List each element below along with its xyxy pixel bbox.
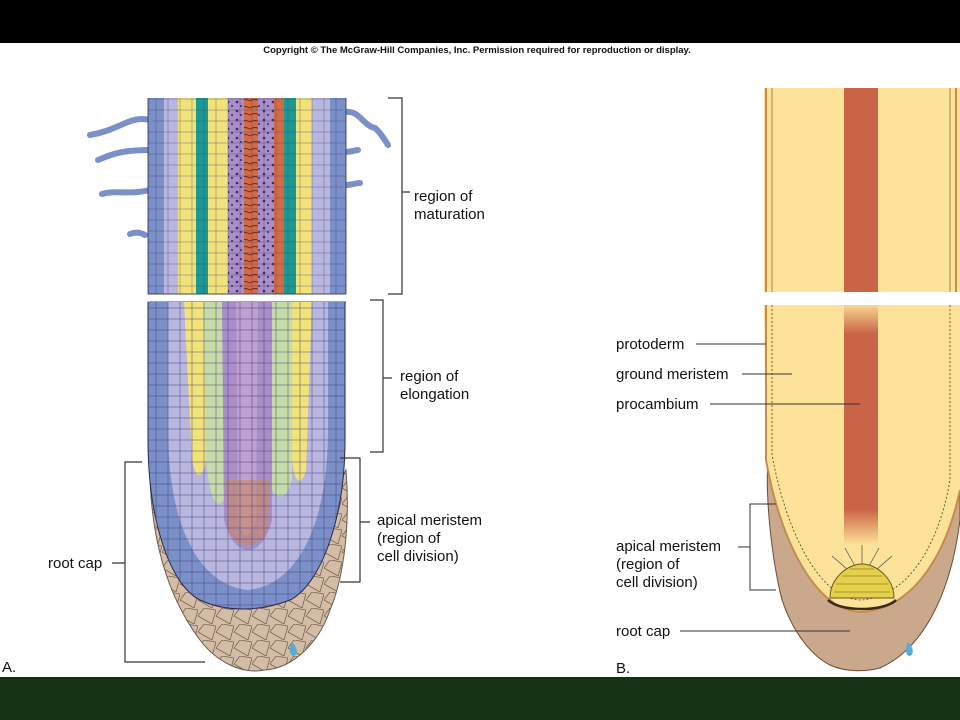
label-root-cap-a: root cap xyxy=(48,555,102,572)
panel-b-leaders xyxy=(680,343,860,632)
root-cap-bracket-a xyxy=(112,461,205,663)
apical-bracket-a xyxy=(340,457,370,583)
maturation-zone-drawing xyxy=(87,98,391,294)
label-ground-meristem: ground meristem xyxy=(616,366,729,383)
label-apical-meristem-a-1: apical meristem xyxy=(377,512,482,529)
panel-a-labels: region of maturation region of elongatio… xyxy=(2,188,485,676)
panel-letter-a: A. xyxy=(2,659,16,676)
copyright-notice: Copyright © The McGraw-Hill Companies, I… xyxy=(263,45,691,56)
panel-a-illustration xyxy=(87,98,391,672)
label-region-of-maturation-2: maturation xyxy=(414,206,485,223)
label-procambium: procambium xyxy=(616,396,699,413)
label-apical-meristem-b-2: (region of xyxy=(616,556,680,573)
label-region-of-elongation-2: elongation xyxy=(400,386,469,403)
panel-b-labels: protoderm ground meristem procambium api… xyxy=(616,336,729,677)
apical-meristem-drawing-b xyxy=(827,545,897,611)
label-apical-meristem-b-3: cell division) xyxy=(616,574,698,591)
label-root-cap-b: root cap xyxy=(616,623,670,640)
panel-letter-b: B. xyxy=(616,660,630,677)
label-protoderm: protoderm xyxy=(616,336,684,353)
label-region-of-maturation-1: region of xyxy=(414,188,473,205)
elongation-zone-drawing xyxy=(148,302,345,609)
label-region-of-elongation-1: region of xyxy=(400,368,459,385)
panel-a-brackets xyxy=(112,97,410,663)
apical-bracket-b xyxy=(738,503,776,591)
label-apical-meristem-a-2: (region of xyxy=(377,530,441,547)
elongation-bracket xyxy=(370,299,392,453)
procambium-strand-drawing xyxy=(844,305,878,545)
label-apical-meristem-a-3: cell division) xyxy=(377,548,459,565)
panel-b-illustration xyxy=(764,88,960,672)
footer-band xyxy=(0,677,960,720)
maturation-bracket xyxy=(388,97,410,295)
label-apical-meristem-b-1: apical meristem xyxy=(616,538,721,555)
